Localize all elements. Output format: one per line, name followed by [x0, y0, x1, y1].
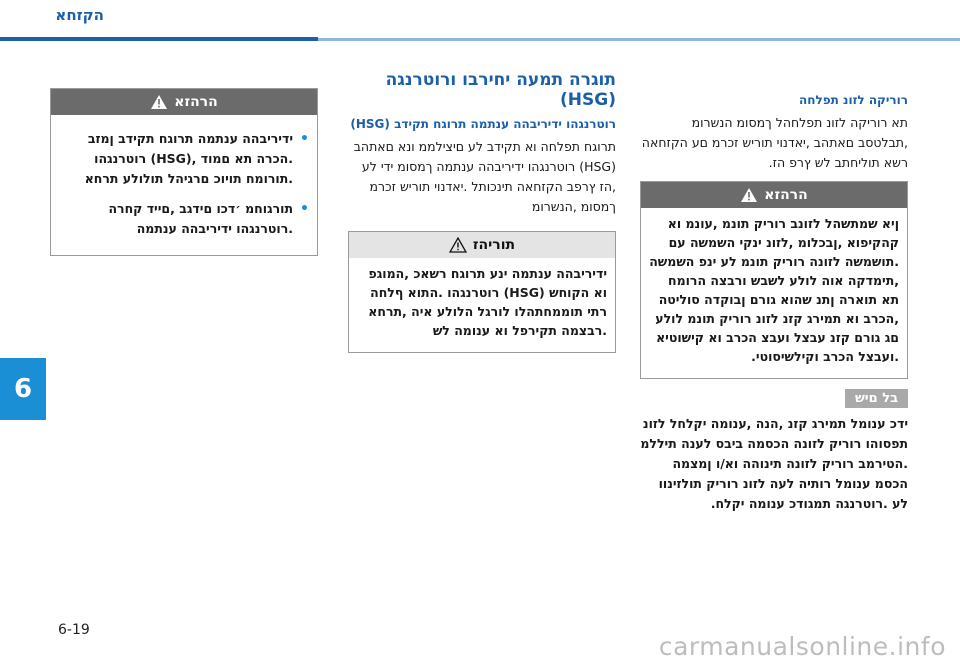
- bullet-dot-icon: •: [300, 131, 309, 147]
- section-title: תוגרה תמעה יחירבו ורוטרנגה (HSG): [385, 70, 616, 110]
- warning-header-left: הרהזא: [51, 89, 317, 115]
- warning-body: ןיא שמתשהל לזונב רוריק תונמ ,עונמ וא קהק…: [641, 208, 907, 378]
- middle-column: תוגרה תמעה יחירבו ורוטרנגה (HSG) רוטרנגה…: [348, 70, 616, 353]
- caution-body: ידיריבהה ענתמה ינע תרוגח רשאכ ,המוגפ וא …: [349, 258, 615, 352]
- caution-text: ידיריבהה ענתמה ינע תרוגח רשאכ ,המוגפ וא …: [368, 266, 607, 338]
- caution-title: תוריהז: [472, 237, 516, 253]
- warning-header: הרהזא: [641, 182, 907, 208]
- chapter-tab: 6: [0, 358, 46, 420]
- warning-body-left: • ידיריבהה ענתמה תרוגח תקידב ןמזב .הכרה …: [51, 115, 317, 255]
- caution-header: תוריהז: [349, 232, 615, 258]
- right-column: רוריקה לזונ תפלחה תא רוריקה לזונ תפלחהל …: [640, 92, 908, 514]
- bullet-text: תורגוחמ ׳דכו םידגב ,םייד קחרה .רוטרנגהו …: [108, 201, 293, 236]
- bullet-dot-icon: •: [300, 201, 309, 217]
- warning-triangle-icon: [740, 187, 758, 203]
- warning-box-left: הרהזא • ידיריבהה ענתמה תרוגח תקידב ןמזב …: [50, 88, 318, 256]
- warning-box-right: הרהזא ןיא שמתשהל לזונב רוריק תונמ ,עונמ …: [640, 181, 908, 379]
- warning-title: הרהזא: [764, 187, 808, 203]
- caution-triangle-icon: [448, 237, 467, 253]
- hsg-inspection-text: תרוגח תפלחה וא תקידב לע םיצילממ ונא םאתה…: [353, 139, 616, 214]
- warning-triangle-icon: [150, 94, 168, 110]
- warning-text: ןיא שמתשהל לזונב רוריק תונמ ,עונמ וא קהק…: [649, 216, 899, 364]
- tip-badge: בל םיש: [844, 389, 908, 408]
- page-number: 6-19: [58, 622, 90, 638]
- warning-title-left: הרהזא: [174, 94, 218, 110]
- tip-text: ידכ ענומל תמירג קזנ ,הנה ,ענומה יקלחל לז…: [640, 416, 908, 511]
- bullet-text: ידיריבהה ענתמה תרוגח תקידב ןמזב .הכרה תא…: [84, 131, 293, 186]
- list-item: • ידיריבהה ענתמה תרוגח תקידב ןמזב .הכרה …: [59, 129, 309, 189]
- watermark-text: carmanualsonline.info: [658, 632, 946, 661]
- hsg-inspection-heading: רוטרנגהו ידיריבהה ענתמה תרוגח תקידב (HSG…: [350, 117, 616, 131]
- header-title: הקזחא: [55, 6, 104, 24]
- caution-box: תוריהז ידיריבהה ענתמה ינע תרוגח רשאכ ,המ…: [348, 231, 616, 353]
- header-bar-dark: [0, 37, 318, 41]
- warning-bullet-list: • ידיריבהה ענתמה תרוגח תקידב ןמזב .הכרה …: [59, 129, 309, 239]
- left-column: הרהזא • ידיריבהה ענתמה תרוגח תקידב ןמזב …: [50, 88, 318, 256]
- header-bar-light: [318, 38, 960, 41]
- list-item: • תורגוחמ ׳דכו םידגב ,םייד קחרה .רוטרנגה…: [59, 199, 309, 239]
- coolant-nozzle-text: תא רוריקה לזונ תפלחהל ךמסומ הנשרומ ,תבלט…: [641, 115, 908, 170]
- coolant-nozzle-heading: רוריקה לזונ תפלחה: [799, 93, 908, 107]
